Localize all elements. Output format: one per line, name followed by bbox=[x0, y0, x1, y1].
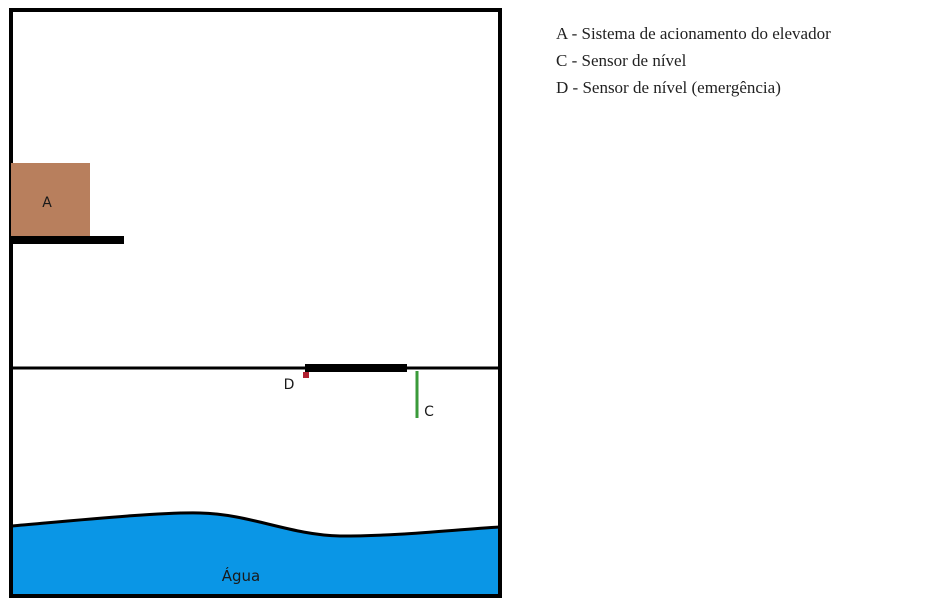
drive-platform bbox=[11, 236, 124, 244]
shaft-frame bbox=[9, 8, 502, 598]
water-label: Água bbox=[222, 566, 260, 585]
water-surface-line bbox=[11, 511, 501, 538]
drive-system-label: A bbox=[42, 195, 52, 211]
legend-item-drive-system: A - Sistema de acionamento do elevador bbox=[556, 24, 831, 43]
emergency-sensor-marker bbox=[303, 372, 309, 378]
legend: A - Sistema de acionamento do elevador C… bbox=[556, 20, 831, 101]
legend-item-level-sensor: C - Sensor de nível bbox=[556, 51, 687, 70]
legend-item-emergency-sensor: D - Sensor de nível (emergência) bbox=[556, 78, 781, 97]
water-area bbox=[12, 512, 500, 596]
elevator-platform bbox=[305, 364, 407, 372]
emergency-sensor-label: D bbox=[284, 377, 295, 393]
drive-system-box bbox=[11, 163, 90, 237]
level-sensor-label: C bbox=[424, 404, 434, 420]
